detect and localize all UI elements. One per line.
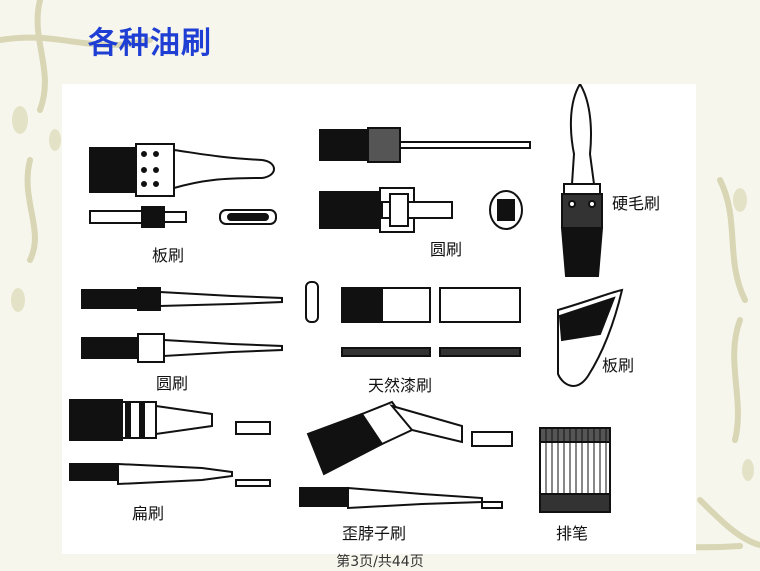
flat-brush-2	[557, 288, 624, 387]
brush-illustration: 板刷 圆刷 硬毛刷 圆刷 天然漆刷 板刷 扁刷 歪脖子刷 排笔	[62, 84, 696, 554]
stiff-brush	[560, 84, 604, 277]
label-row-brush: 排笔	[556, 524, 589, 543]
page-indicator: 第3页/共44页	[336, 554, 424, 570]
round-brush-2	[81, 287, 283, 363]
label-natural-lacquer-brush: 天然漆刷	[368, 376, 433, 395]
label-bent-neck-brush: 歪脖子刷	[342, 524, 407, 543]
label-round-brush-1: 圆刷	[430, 240, 463, 259]
flat-paint-brush	[69, 399, 271, 487]
label-flat-paint-brush: 扁刷	[132, 504, 165, 523]
bent-neck-brush	[299, 400, 513, 510]
label-flat-brush-2: 板刷	[602, 356, 635, 375]
label-stiff-brush: 硬毛刷	[612, 194, 661, 213]
round-brush-1	[319, 127, 531, 233]
slide-title: 各种油刷	[88, 26, 212, 61]
row-brush	[539, 427, 611, 513]
label-round-brush-2: 圆刷	[156, 374, 189, 393]
flat-brush-1	[89, 143, 277, 228]
brush-drawings	[69, 84, 624, 513]
label-flat-brush-1: 板刷	[152, 246, 185, 265]
natural-lacquer-brush	[305, 281, 521, 357]
